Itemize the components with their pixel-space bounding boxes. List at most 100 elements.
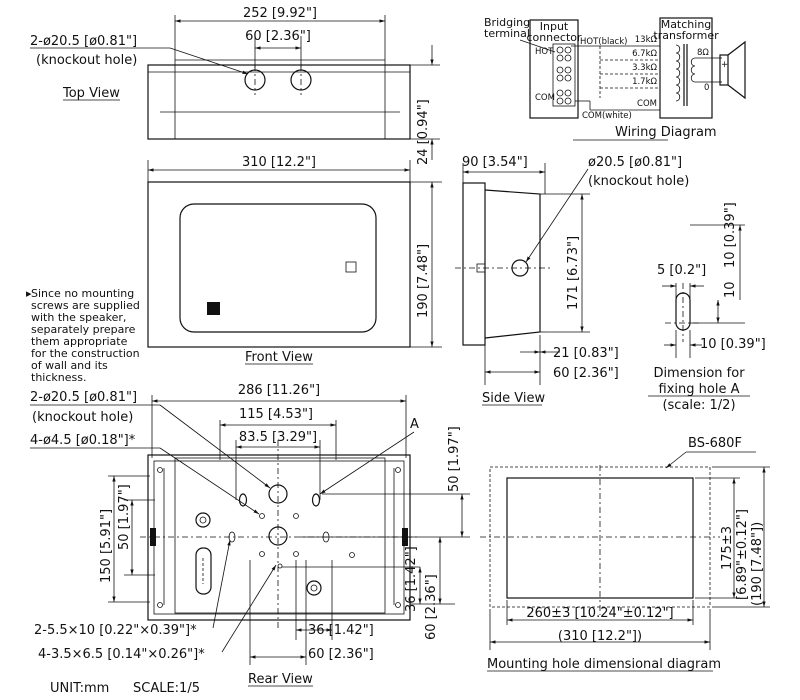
side-knockout-note: (knockout hole) bbox=[588, 174, 689, 189]
top-view-outline bbox=[147, 64, 411, 140]
side-depth-dim: 90 [3.54"] bbox=[462, 155, 528, 170]
rear-small-hole-4 bbox=[293, 551, 299, 557]
transformer-label-2: transformer bbox=[653, 29, 719, 42]
rear-view: 286 [11.26"] 115 [4.53"] 83.5 [3.29"] 2-… bbox=[30, 383, 470, 687]
rear-dim-50-inner: 50 [1.97"] bbox=[117, 484, 132, 550]
rear-slot-label-2: 4-3.5×6.5 [0.14"×0.26"]* bbox=[38, 647, 205, 662]
rear-dim-50-vertical: 50 [1.97"] bbox=[447, 426, 462, 492]
tap-3-3k: 3.3kΩ bbox=[632, 63, 657, 73]
rear-dim-60-vertical: 60 [2.36"] bbox=[424, 574, 439, 640]
logo-badge bbox=[345, 261, 357, 273]
zero-terminal: 0 bbox=[704, 83, 709, 93]
mounting-width-dim: 260±3 [10.24"±0.12"] bbox=[526, 606, 673, 621]
rear-slot-mid-left bbox=[228, 531, 236, 543]
top-hole-spacing-dim: 60 [2.36"] bbox=[245, 29, 311, 44]
tap-6-7k: 6.7kΩ bbox=[632, 49, 657, 59]
rear-slot-large bbox=[195, 547, 212, 595]
fixing-dim-10-horizontal: 10 [0.39"] bbox=[700, 337, 766, 352]
rear-dim-60-horizontal: 60 [2.36"] bbox=[308, 647, 374, 662]
note-line-3: with the speaker, bbox=[31, 311, 126, 324]
rear-knockout-hole-upper bbox=[268, 484, 288, 504]
fixing-hole-detail: 5 [0.2"] 10 [0.39"] 10 10 [0.39"] Dimens… bbox=[648, 202, 766, 413]
side-knockout-label: ø20.5 [ø0.81"] bbox=[588, 155, 682, 170]
top-width-dim: 252 [9.92"] bbox=[243, 6, 317, 21]
transformer-label-1: Matching bbox=[661, 18, 712, 31]
tap-1-7k: 1.7kΩ bbox=[632, 77, 657, 87]
rear-small-holes-label: 4-ø4.5 [ø0.18"]* bbox=[30, 433, 136, 448]
mounting-height-outer: (190 [7.48"]) bbox=[750, 522, 765, 606]
front-width-dim: 310 [12.2"] bbox=[242, 155, 316, 170]
rear-small-hole-2 bbox=[293, 513, 299, 519]
mounting-height-dim: 175±3 bbox=[720, 526, 735, 570]
com-terminal-label: COM bbox=[535, 93, 555, 103]
marker-a: A bbox=[410, 417, 419, 432]
top-height-dim: 24 [0.94"] bbox=[416, 99, 431, 165]
note-line-4: separately prepare bbox=[31, 323, 136, 336]
note-line-8: thickness. bbox=[31, 371, 86, 384]
mounting-screw-note: ▸ Since no mounting screws are supplied … bbox=[26, 287, 140, 384]
rear-slot-label-1: 2-5.5×10 [0.22"×0.39"]* bbox=[34, 623, 197, 638]
top-view: 252 [9.92"] 60 [2.36"] 2-ø20.5 [ø0.81"] … bbox=[30, 6, 440, 165]
rear-width-dim: 286 [11.26"] bbox=[238, 383, 320, 398]
mounting-width-outer: (310 [12.2"]) bbox=[558, 629, 642, 644]
hot-terminal-label: HOT bbox=[535, 47, 554, 57]
hot-wire-label: HOT(black) bbox=[580, 37, 627, 47]
fixing-caption-1: Dimension for bbox=[653, 366, 745, 381]
wiring-diagram: Bridging terminal Input connector HOT CO… bbox=[484, 16, 746, 141]
rear-small-hole-3 bbox=[259, 551, 265, 557]
rear-dim-36-vertical: 36 [1.42"] bbox=[404, 546, 419, 612]
fixing-dim-10-vertical: 10 [0.39"] bbox=[723, 202, 738, 268]
top-view-title: Top View bbox=[62, 86, 120, 101]
top-knockout-label: 2-ø20.5 [ø0.81"] bbox=[30, 34, 137, 49]
note-line-7: of wall and its bbox=[31, 359, 108, 372]
front-view-outline bbox=[147, 181, 411, 348]
input-connector-box bbox=[529, 19, 579, 119]
rear-dim-115: 115 [4.53"] bbox=[239, 407, 313, 422]
side-height-dim: 171 [6.73"] bbox=[566, 236, 581, 310]
note-line-5: them appropriate bbox=[31, 335, 128, 348]
fixing-dim-5: 5 [0.2"] bbox=[657, 263, 706, 278]
input-connector-label-1: Input bbox=[540, 20, 569, 33]
bridging-terminal-label-1: Bridging bbox=[484, 16, 530, 29]
rear-slot-upper-left bbox=[238, 493, 248, 507]
plus-terminal: + bbox=[721, 60, 728, 70]
note-line-6: for the construction bbox=[31, 347, 140, 360]
side-view-title: Side View bbox=[482, 391, 545, 406]
mounting-title: Mounting hole dimensional diagram bbox=[487, 657, 721, 672]
connector-terminals bbox=[556, 46, 572, 105]
rear-boss-left bbox=[195, 512, 211, 528]
unit-label: UNIT:mm bbox=[50, 681, 109, 696]
side-body bbox=[484, 189, 541, 339]
front-grille bbox=[179, 203, 377, 333]
mounting-height-inches: [6.89"±0.12"] bbox=[735, 509, 750, 600]
com-wire-label: COM(white) bbox=[582, 111, 632, 121]
tap-com: COM bbox=[637, 99, 657, 109]
scale-label: SCALE:1/5 bbox=[133, 681, 200, 696]
speaker-icon bbox=[719, 54, 729, 86]
wiring-diagram-title: Wiring Diagram bbox=[615, 125, 717, 140]
note-bullet: ▸ bbox=[26, 287, 32, 300]
fixing-dim-10-small: 10 bbox=[723, 281, 738, 298]
rear-dim-150: 150 [5.91"] bbox=[99, 509, 114, 583]
side-dim-21: 21 [0.83"] bbox=[553, 346, 619, 361]
bridging-terminal-label-2: terminal bbox=[484, 27, 530, 40]
front-view: 310 [12.2"] 190 [7.48"] Front View bbox=[147, 155, 442, 365]
matching-transformer-box bbox=[659, 17, 713, 119]
rear-view-outline bbox=[147, 454, 411, 621]
rear-dim-36-horizontal: 36 [1.42"] bbox=[308, 623, 374, 638]
front-height-dim: 190 [7.48"] bbox=[416, 244, 431, 318]
note-line-2: screws are supplied bbox=[31, 299, 140, 312]
rear-slot-upper-right bbox=[311, 493, 321, 507]
led-indicator bbox=[207, 302, 220, 315]
input-connector-label-2: connector bbox=[526, 31, 582, 44]
top-knockout-note: (knockout hole) bbox=[36, 53, 137, 68]
rear-knockout-hole-lower bbox=[268, 526, 288, 546]
rear-knockout-note: (knockout hole) bbox=[32, 410, 133, 425]
rear-small-hole-1 bbox=[259, 513, 265, 519]
rear-view-title: Rear View bbox=[248, 672, 313, 687]
speaker-impedance: 8Ω bbox=[697, 48, 709, 58]
rear-dim-83: 83.5 [3.29"] bbox=[239, 430, 317, 445]
rear-knockout-label: 2-ø20.5 [ø0.81"] bbox=[30, 390, 137, 405]
front-view-title: Front View bbox=[245, 350, 313, 365]
